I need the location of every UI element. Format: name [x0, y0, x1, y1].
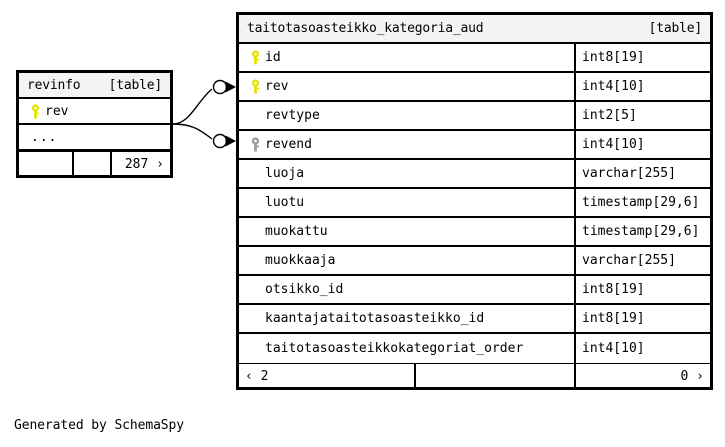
column-name-cell: muokattu	[239, 218, 574, 245]
column-type-cell: int8[19]	[574, 44, 710, 71]
relationship-edge-rev	[172, 88, 213, 125]
column-name-cell: luoja	[239, 160, 574, 187]
table-main-name: taitotasoasteikko_kategoria_aud	[247, 21, 484, 36]
table-main-header: taitotasoasteikko_kategoria_aud [table]	[239, 15, 710, 44]
column-type-cell: timestamp[29,6]	[574, 189, 710, 216]
table-revinfo-name: revinfo	[27, 77, 81, 93]
column-name-cell: muokkaaja	[239, 247, 574, 274]
column-name-text: revend	[265, 137, 312, 152]
column-type-cell: int4[10]	[574, 131, 710, 158]
relationship-circle-revend	[212, 133, 228, 149]
footer-right-cell[interactable]: 0 ›	[574, 364, 710, 389]
column-type-cell: varchar[255]	[574, 247, 710, 274]
primary-key-icon	[25, 103, 45, 119]
table-row-ellipsis: ...	[19, 125, 170, 151]
table-row[interactable]: muokattu timestamp[29,6]	[239, 218, 710, 247]
column-name-cell: taitotasoasteikkokategoriat_order	[239, 334, 574, 363]
column-type-cell: int2[5]	[574, 102, 710, 129]
table-row[interactable]: id int8[19]	[239, 44, 710, 73]
footer-right-cell[interactable]: 287 ›	[110, 152, 170, 177]
column-name-text: rev	[45, 103, 69, 119]
column-name-cell: kaantajataitotasoasteikko_id	[239, 305, 574, 332]
table-row[interactable]: luotu timestamp[29,6]	[239, 189, 710, 218]
column-type-cell: int8[19]	[574, 305, 710, 332]
primary-key-icon	[245, 79, 265, 94]
relationship-arrow-revend	[225, 135, 236, 147]
table-revinfo[interactable]: revinfo [table] rev ... 287 ›	[16, 70, 173, 178]
table-row[interactable]: rev int4[10]	[239, 73, 710, 102]
column-type-cell: timestamp[29,6]	[574, 218, 710, 245]
column-name-cell: ...	[19, 125, 170, 149]
table-revinfo-header: revinfo [table]	[19, 73, 170, 99]
relationship-edge-revend	[172, 123, 213, 140]
footer-middle-cell	[72, 152, 110, 177]
generated-by-caption: Generated by SchemaSpy	[14, 418, 184, 433]
table-taitotasoasteikko-kategoria-aud[interactable]: taitotasoasteikko_kategoria_aud [table] …	[236, 12, 713, 390]
table-revinfo-tag: [table]	[108, 77, 163, 93]
column-type-cell: int4[10]	[574, 73, 710, 100]
footer-left-cell[interactable]	[19, 152, 72, 177]
table-row[interactable]: revend int4[10]	[239, 131, 710, 160]
table-revinfo-footer: 287 ›	[19, 151, 170, 177]
table-row[interactable]: muokkaaja varchar[255]	[239, 247, 710, 276]
column-name-cell: revtype	[239, 102, 574, 129]
relationship-arrow-rev	[225, 81, 236, 93]
table-row[interactable]: kaantajataitotasoasteikko_id int8[19]	[239, 305, 710, 334]
column-name-text: otsikko_id	[265, 282, 344, 297]
column-name-text: taitotasoasteikkokategoriat_order	[265, 341, 524, 356]
column-type-cell: int8[19]	[574, 276, 710, 303]
column-name-cell: otsikko_id	[239, 276, 574, 303]
footer-left-cell[interactable]: ‹ 2	[245, 369, 269, 384]
column-name-text: rev	[265, 79, 289, 94]
column-name-text: id	[265, 50, 281, 65]
column-type-cell: varchar[255]	[574, 160, 710, 187]
column-name-text: kaantajataitotasoasteikko_id	[265, 311, 485, 326]
table-row[interactable]: otsikko_id int8[19]	[239, 276, 710, 305]
relationship-circle-rev	[212, 79, 228, 95]
table-main-tag: [table]	[648, 21, 703, 36]
table-main-footer: ‹ 2 0 ›	[239, 363, 710, 389]
table-row[interactable]: revtype int2[5]	[239, 102, 710, 131]
ellipsis-text: ...	[31, 129, 58, 145]
table-row[interactable]: luoja varchar[255]	[239, 160, 710, 189]
foreign-key-icon	[245, 137, 265, 152]
column-name-cell: luotu	[239, 189, 574, 216]
footer-middle-cell	[414, 364, 574, 389]
column-name-text: luoja	[265, 166, 305, 181]
table-row[interactable]: taitotasoasteikkokategoriat_order int4[10…	[239, 334, 710, 363]
column-name-cell: id	[239, 44, 574, 71]
column-name-text: muokattu	[265, 224, 328, 239]
column-type-cell: int4[10]	[574, 334, 710, 363]
column-name-cell: rev	[239, 73, 574, 100]
table-row[interactable]: rev	[19, 99, 170, 125]
column-name-cell: rev	[19, 99, 170, 123]
primary-key-icon	[245, 50, 265, 65]
column-name-text: muokkaaja	[265, 253, 336, 268]
column-name-text: luotu	[265, 195, 305, 210]
column-name-text: revtype	[265, 108, 320, 123]
column-name-cell: revend	[239, 131, 574, 158]
